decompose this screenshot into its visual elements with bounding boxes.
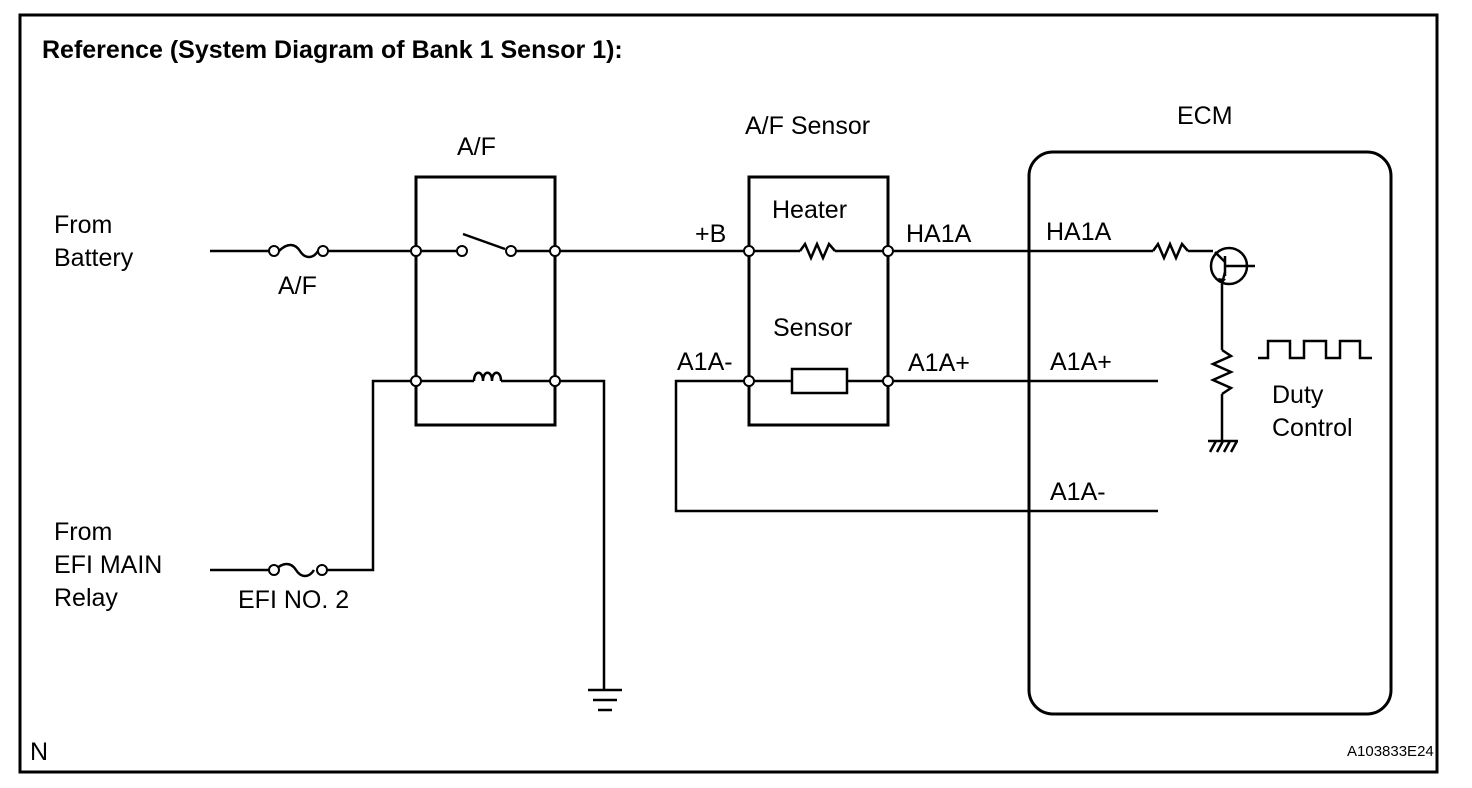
battery-source-label: From Battery xyxy=(54,211,134,272)
relay-coil-icon xyxy=(416,371,555,383)
pulldown-resistor-icon xyxy=(1209,348,1235,441)
sensor-terminal xyxy=(882,375,894,387)
pin-b-plus-label: +B xyxy=(695,220,726,248)
efi-no2-fuse-label: EFI NO. 2 xyxy=(238,586,349,614)
sensor-terminal xyxy=(743,375,755,387)
af-sensor-box xyxy=(747,175,890,427)
outer-frame xyxy=(18,13,1439,774)
sensor-terminal xyxy=(882,245,894,257)
transistor-icon xyxy=(1209,246,1255,350)
efi-main-source-label: From EFI MAIN Relay xyxy=(54,518,162,612)
af-relay-box xyxy=(414,175,557,427)
ecm-box xyxy=(1027,150,1393,716)
svg-text:Battery: Battery xyxy=(54,244,134,272)
duty-waveform-icon xyxy=(1258,339,1372,360)
sensor-element-label: Sensor xyxy=(773,314,852,342)
ecm-resistor-icon xyxy=(1151,240,1213,262)
ground-wire xyxy=(560,379,606,690)
af-fuse-label: A/F xyxy=(278,272,317,300)
ground-icon xyxy=(588,688,622,712)
diagram-title: Reference (System Diagram of Bank 1 Sens… xyxy=(42,36,623,64)
svg-text:EFI MAIN: EFI MAIN xyxy=(54,551,162,579)
svg-text:Control: Control xyxy=(1272,414,1353,442)
sensor-element-icon xyxy=(749,367,888,395)
pin-a1a-minus-sensor-label: A1A- xyxy=(677,348,733,376)
efi-fuse-icon xyxy=(274,562,316,578)
relay-terminal xyxy=(410,375,422,387)
ecm-label: ECM xyxy=(1177,102,1233,130)
relay-terminal xyxy=(549,375,561,387)
ecm-ground-icon xyxy=(1208,439,1239,453)
relay-terminal xyxy=(549,245,561,257)
relay-terminal xyxy=(410,245,422,257)
figure-id: A103833E24 xyxy=(1347,743,1434,760)
svg-text:Relay: Relay xyxy=(54,584,118,612)
a1a-minus-wire xyxy=(674,379,1158,513)
relay-label: A/F xyxy=(457,133,496,161)
svg-text:From: From xyxy=(54,211,112,239)
af-sensor-label: A/F Sensor xyxy=(745,112,870,140)
svg-text:Duty: Duty xyxy=(1272,381,1324,409)
heater-resistor-icon xyxy=(749,240,888,262)
efi-wire xyxy=(210,379,415,578)
corner-letter: N xyxy=(30,738,48,766)
pin-a1a-minus-ecm-label: A1A- xyxy=(1050,478,1106,506)
svg-text:From: From xyxy=(54,518,112,546)
duty-control-label: Duty Control xyxy=(1272,381,1353,442)
pin-ha1a-sensor-label: HA1A xyxy=(906,220,972,248)
sensor-terminal xyxy=(743,245,755,257)
af-fuse-icon xyxy=(278,243,320,259)
relay-switch-icon xyxy=(416,232,555,257)
battery-wire xyxy=(210,243,415,259)
pin-ha1a-ecm-label: HA1A xyxy=(1046,218,1112,246)
pin-a1a-plus-ecm-label: A1A+ xyxy=(1050,348,1112,376)
pin-a1a-plus-sensor-label: A1A+ xyxy=(908,349,970,377)
heater-label: Heater xyxy=(772,196,847,224)
